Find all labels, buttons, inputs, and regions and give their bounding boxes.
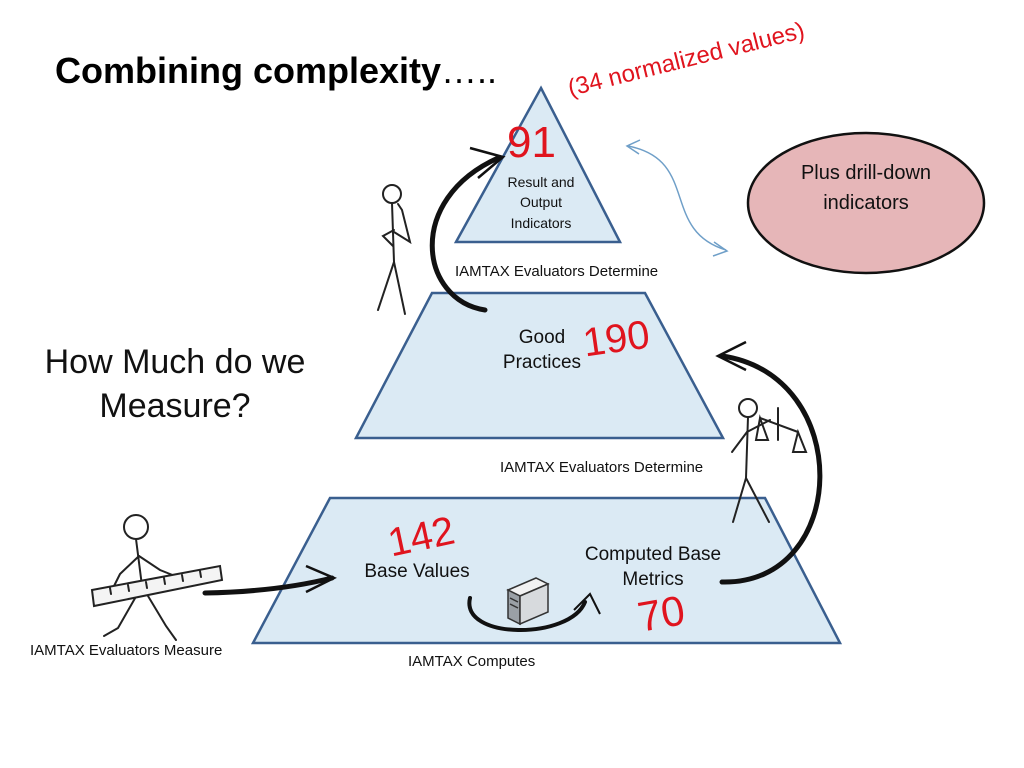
measure-caption: IAMTAX Evaluators Measure (30, 642, 223, 659)
middle-tier-label: Good Practices (502, 327, 582, 373)
title-text: Combining complexity (55, 50, 442, 91)
server-icon (506, 577, 550, 626)
curved-arrow-to-middle (719, 353, 823, 585)
compute-loop-arrow-head (573, 592, 601, 615)
computed-metrics-count: 70 (634, 586, 689, 641)
pyramid-top-tier (453, 85, 623, 244)
computed-metrics-label: Computed Base Metrics (584, 544, 722, 590)
determine-caption-top: IAMTAX Evaluators Determine (455, 263, 659, 280)
determine-caption-middle: IAMTAX Evaluators Determine (500, 459, 704, 476)
ruler-figure-icon (90, 514, 224, 641)
drilldown-ellipse (746, 131, 986, 275)
normalized-link-arrow (627, 145, 727, 251)
base-values-label: Base Values (364, 561, 470, 582)
top-tier-count: 91 (507, 118, 556, 167)
thinker-figure-icon (377, 184, 412, 315)
compute-loop-arrow (467, 596, 587, 632)
curved-arrow-to-middle-head (715, 340, 747, 372)
slide-title: Combining complexity….. (55, 50, 497, 92)
scales-figure-icon (731, 398, 808, 523)
computes-caption: IAMTAX Computes (408, 653, 536, 670)
pyramid-middle-tier (353, 291, 726, 440)
pyramid-bottom-tier (250, 496, 843, 645)
top-tier-label: Result and Output Indicators (507, 174, 575, 231)
normalized-link-arrowhead-start (625, 139, 641, 155)
drilldown-callout-text: Plus drill-down indicators (800, 162, 932, 214)
middle-tier-count: 190 (580, 312, 653, 366)
normalized-link-arrowhead-end (712, 241, 729, 257)
measure-arrow (202, 575, 335, 596)
curved-arrow-to-top (429, 155, 501, 313)
measure-arrow-head (305, 564, 337, 594)
curved-arrow-to-top-head (469, 146, 506, 179)
measure-question: How Much do we Measure? (44, 343, 306, 426)
title-ellipsis: ….. (441, 50, 498, 91)
